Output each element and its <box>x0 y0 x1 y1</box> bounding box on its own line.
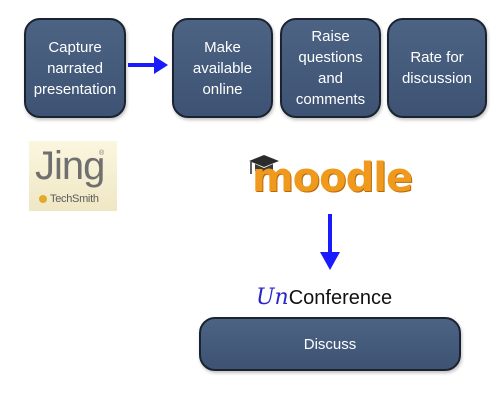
trademark-symbol: ® <box>99 150 105 157</box>
step-label: Rate for discussion <box>401 49 473 87</box>
techsmith-mark: TechSmith <box>39 192 99 206</box>
step-label: Raise questions and comments <box>295 28 366 108</box>
graduation-cap-icon <box>249 155 279 174</box>
step-rate-for-discussion: Rate for discussion <box>387 18 487 118</box>
jing-logo: Jing ® TechSmith <box>29 141 117 211</box>
step-discuss: Discuss <box>199 317 461 371</box>
unconference-logo: Un Conference <box>256 285 392 313</box>
step-capture-presentation: Capture narrated presentation <box>24 18 126 118</box>
step-label: Make available online <box>192 38 253 98</box>
moodle-wordmark: moodle <box>252 155 413 201</box>
techsmith-text: TechSmith <box>50 193 99 205</box>
unconference-text: Conference <box>288 287 393 309</box>
down-arrow-icon <box>320 214 340 270</box>
moodle-logo: moodle <box>244 152 416 204</box>
unconference-prefix: Un <box>256 285 289 310</box>
techsmith-logo-icon <box>39 195 47 203</box>
step-label: Capture narrated presentation <box>33 38 117 98</box>
right-arrow-icon <box>128 56 168 74</box>
step-make-available-online: Make available online <box>172 18 273 118</box>
step-label: Discuss <box>303 335 357 353</box>
step-raise-questions: Raise questions and comments <box>280 18 381 118</box>
jing-wordmark: Jing <box>35 144 105 188</box>
